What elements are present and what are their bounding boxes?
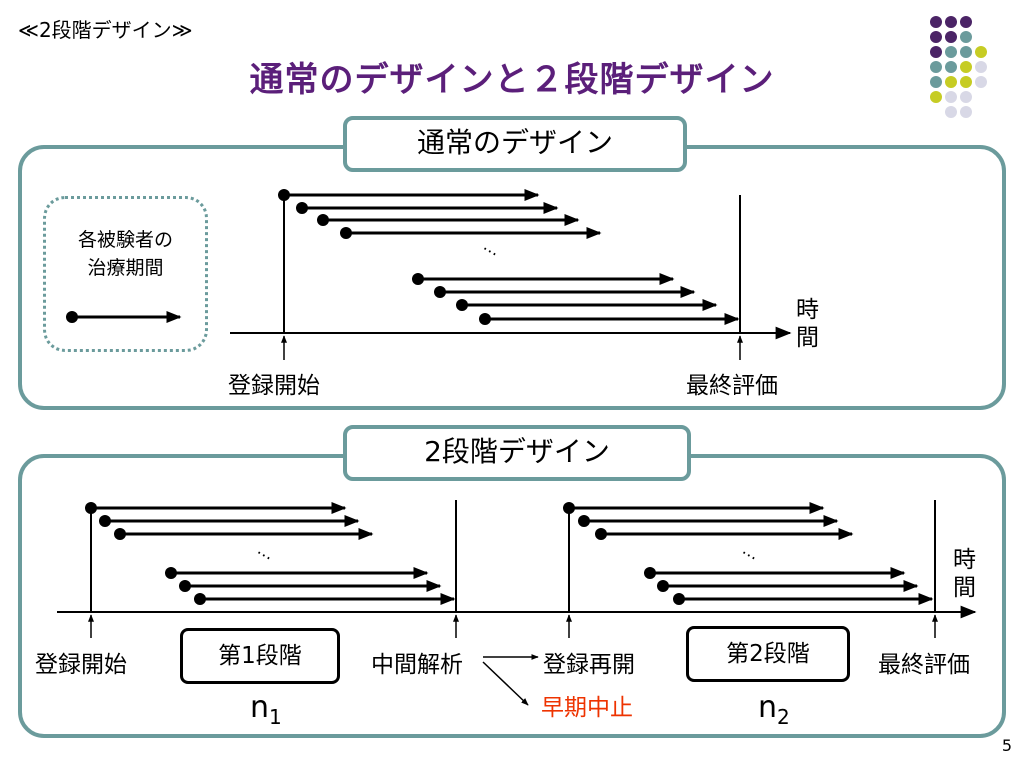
- decorative-dot: [945, 106, 957, 118]
- decorative-dot: [930, 76, 942, 88]
- final-evaluation-label: 最終評価: [686, 373, 778, 399]
- legend-text: 各被験者の 治療期間: [43, 226, 208, 282]
- early-stop-label: 早期中止: [541, 695, 633, 721]
- decorative-dot: [945, 91, 957, 103]
- n2-label: n2: [758, 690, 790, 729]
- decorative-dot-grid: [930, 16, 987, 118]
- decorative-dot: [975, 61, 987, 73]
- decorative-dot: [945, 46, 957, 58]
- interim-analysis-label: 中間解析: [371, 652, 463, 678]
- stage1-enrollment-start-label: 登録開始: [35, 652, 127, 678]
- stage2-box: 第2段階: [686, 626, 850, 682]
- decorative-dot: [945, 31, 957, 43]
- two-stage-design-title: 2段階デザイン: [343, 425, 691, 481]
- time-axis-label-3: 時: [953, 547, 976, 573]
- time-axis-label-1: 時: [796, 297, 819, 323]
- decorative-dot: [930, 16, 942, 28]
- decorative-dot: [930, 46, 942, 58]
- section-tag: ≪2段階デザイン≫: [18, 18, 193, 42]
- n1-subscript: 1: [269, 705, 282, 729]
- n2-letter: n: [758, 690, 778, 725]
- stage2-final-evaluation-label: 最終評価: [878, 652, 970, 678]
- decorative-dot: [945, 16, 957, 28]
- decorative-dot: [960, 91, 972, 103]
- normal-design-title: 通常のデザイン: [343, 116, 687, 172]
- decorative-dot: [945, 76, 957, 88]
- decorative-dot: [930, 31, 942, 43]
- enrollment-restart-label: 登録再開: [543, 652, 635, 678]
- time-axis-label-4: 間: [953, 575, 976, 601]
- decorative-dot: [960, 76, 972, 88]
- decorative-dot: [960, 31, 972, 43]
- page-number: 5: [1001, 736, 1012, 755]
- stage1-box: 第1段階: [180, 628, 340, 684]
- legend-box: [43, 196, 208, 352]
- legend-line-1: 各被験者の: [77, 229, 173, 251]
- slide-title: 通常のデザインと２段階デザイン: [249, 60, 775, 100]
- n1-label: n1: [250, 690, 282, 729]
- stop-decision-arrow: [482, 661, 529, 706]
- legend-line-2: 治療期間: [87, 257, 164, 279]
- decorative-dot: [960, 106, 972, 118]
- decorative-dot: [960, 46, 972, 58]
- enrollment-start-label: 登録開始: [228, 373, 320, 399]
- decorative-dot: [975, 76, 987, 88]
- decorative-dot: [930, 61, 942, 73]
- time-axis-label-2: 間: [796, 325, 819, 351]
- decorative-dot: [960, 61, 972, 73]
- decorative-dot: [930, 91, 942, 103]
- decorative-dot: [975, 46, 987, 58]
- decorative-dot: [960, 16, 972, 28]
- n1-letter: n: [250, 690, 270, 725]
- n2-subscript: 2: [777, 705, 790, 729]
- decorative-dot: [945, 61, 957, 73]
